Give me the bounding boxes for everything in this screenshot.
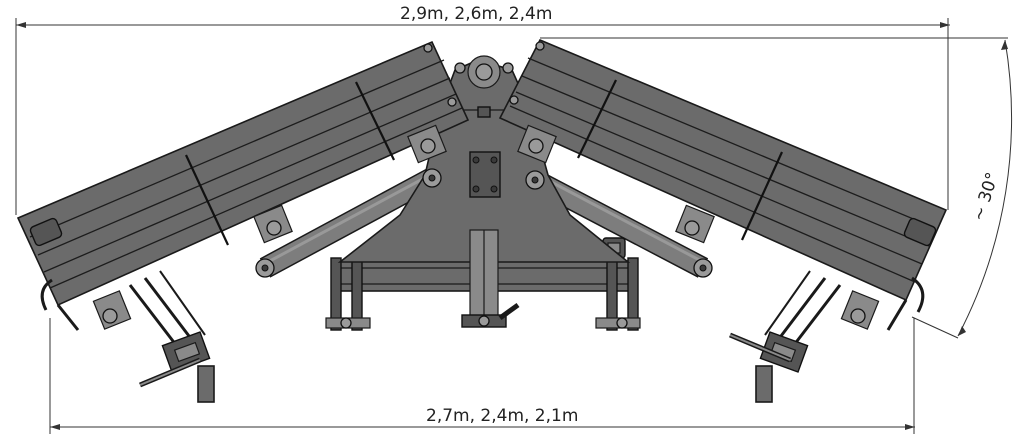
right-moldboard (498, 38, 948, 331)
bottom-width-label: 2,7m, 2,4m, 2,1m (426, 406, 578, 426)
right-skid-shoe (729, 270, 842, 403)
left-skid-shoe (128, 270, 215, 403)
left-moldboard (16, 40, 470, 331)
center-mast (337, 55, 631, 328)
top-width-label: 2,9m, 2,6m, 2,4m (400, 4, 552, 24)
right-wing-arm (529, 170, 709, 278)
pivot-lugs (92, 62, 880, 330)
left-wing-arm (259, 168, 438, 278)
bottom-width-dimension: 2,7m, 2,4m, 2,1m (49, 318, 915, 434)
angle-label: ~ 30° (969, 170, 1003, 224)
top-width-dimension: 2,9m, 2,6m, 2,4m (15, 4, 950, 215)
